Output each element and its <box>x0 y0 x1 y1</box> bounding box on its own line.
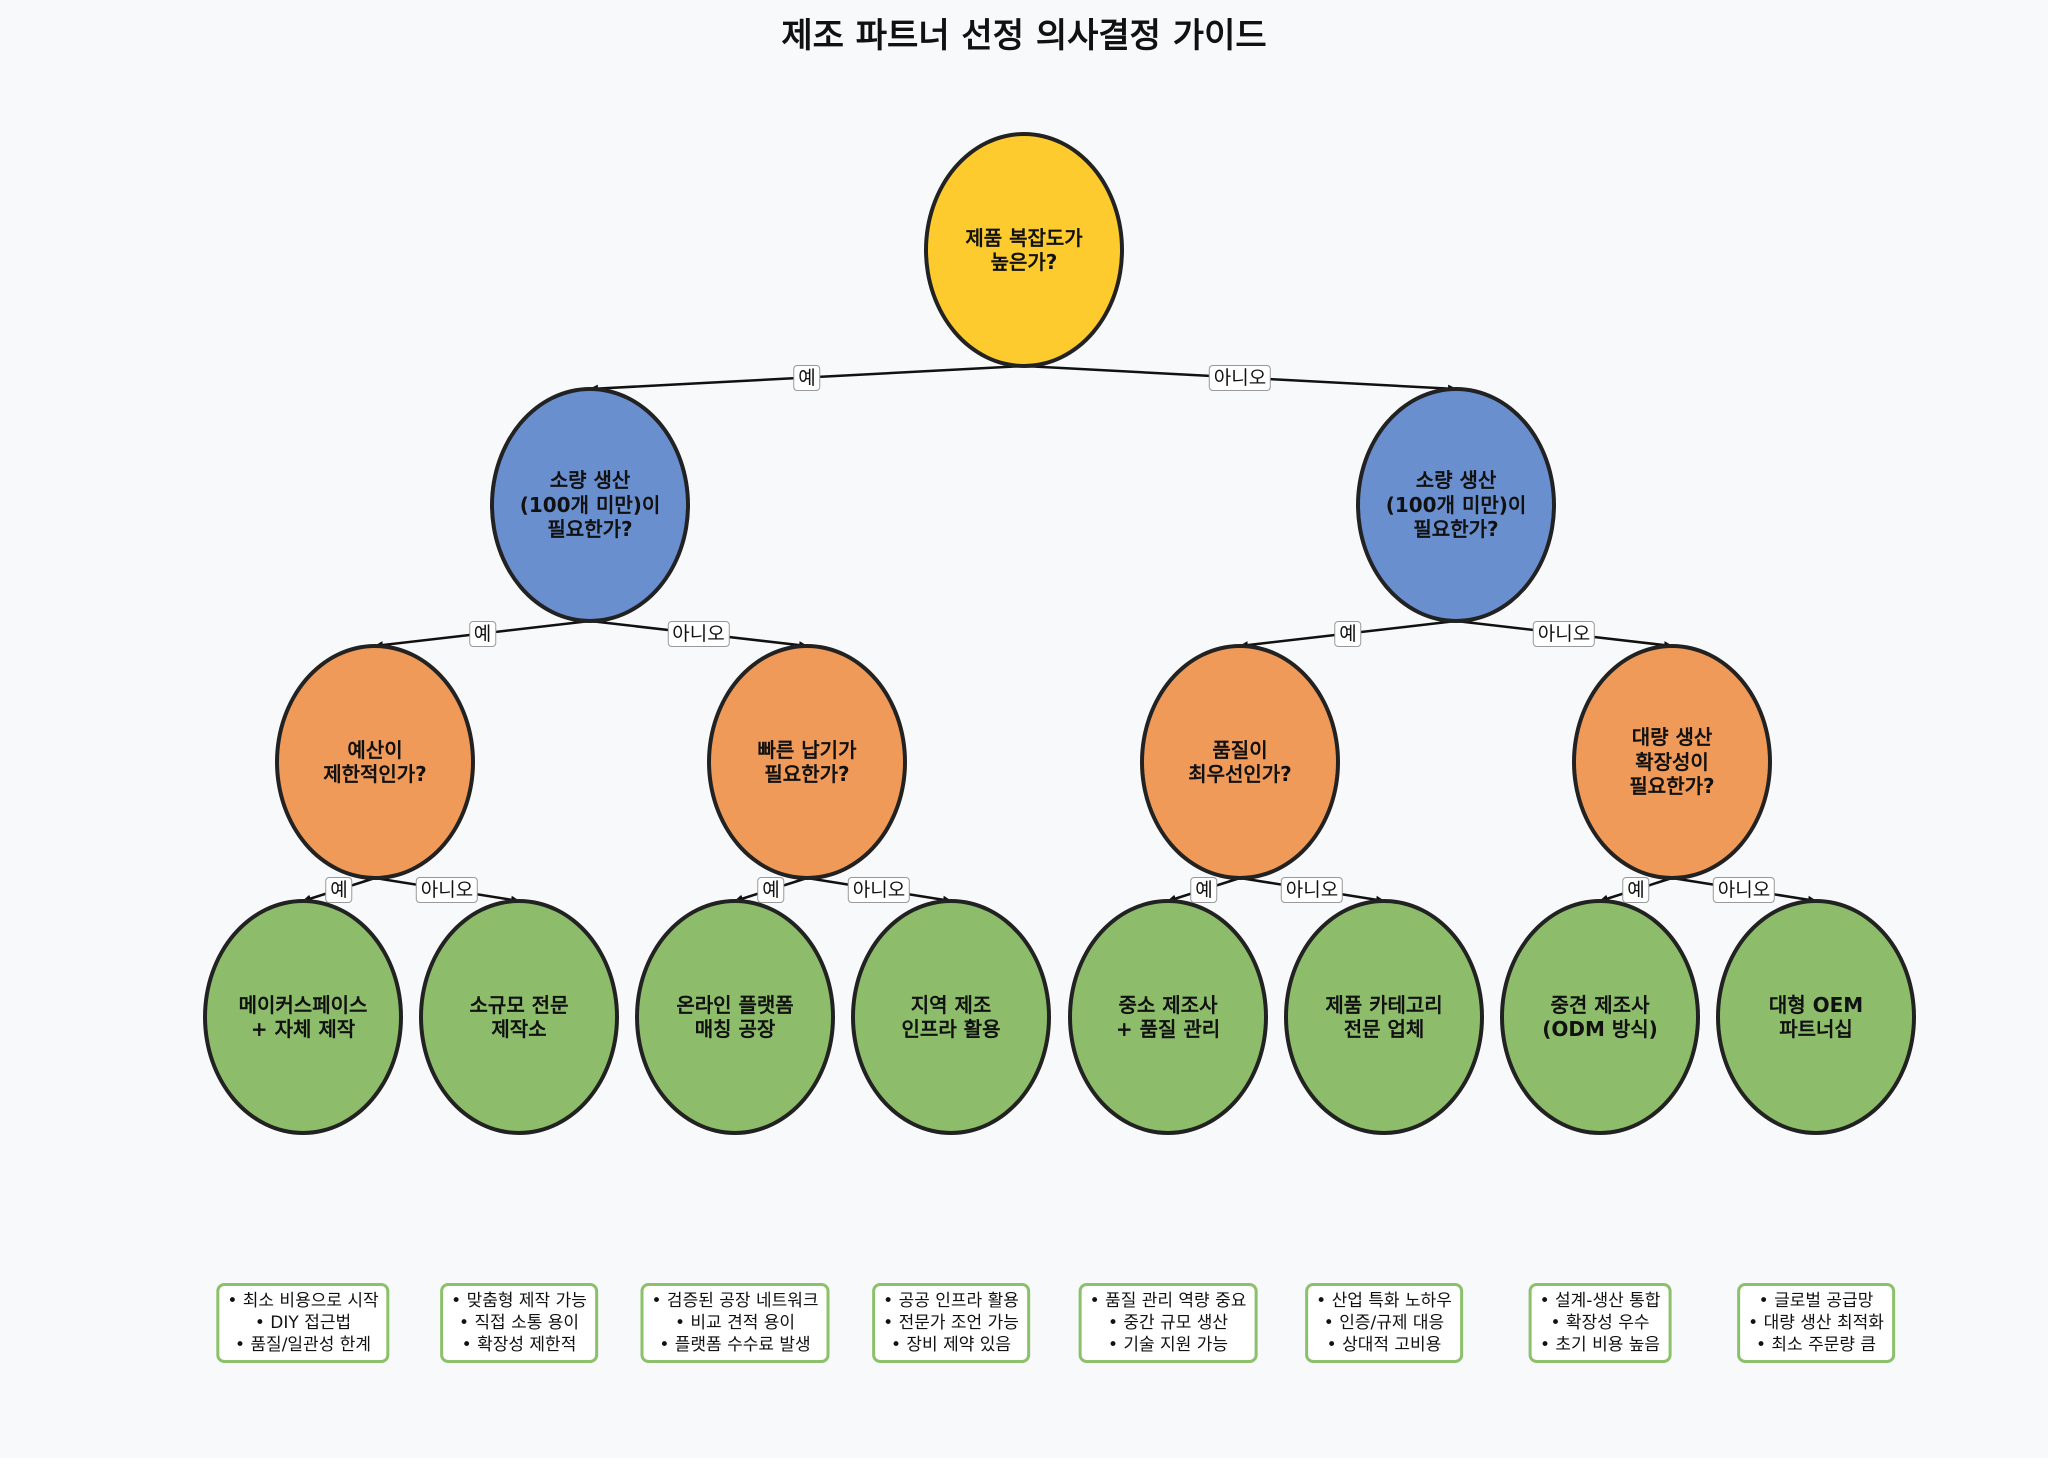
edge-label-no: 아니오 <box>847 876 911 903</box>
fast-delivery-question-node: 빠른 납기가 필요한가? <box>707 644 907 880</box>
note-line: • 품질/일관성 한계 <box>234 1335 372 1355</box>
note-line: • 대량 생산 최적화 <box>1748 1313 1884 1333</box>
small-batch-question-left: 소량 생산 (100개 미만)이 필요한가? <box>490 387 690 623</box>
note-line: • 장비 제약 있음 <box>890 1335 1012 1355</box>
leaf-large-oem: 대형 OEM 파트너십 <box>1716 899 1916 1135</box>
quality-question-node: 품질이 최우선인가? <box>1140 644 1340 880</box>
leaf-text: 온라인 플랫폼 매칭 공장 <box>676 992 794 1041</box>
note-box-midsize-odm: • 설계-생산 통합 • 확장성 우수 • 초기 비용 높음 <box>1528 1283 1672 1363</box>
edge-label-no: 아니오 <box>667 620 730 647</box>
edge-label-yes: 예 <box>325 876 353 903</box>
note-line: • 비교 견적 용이 <box>674 1313 796 1333</box>
small-batch-question-right: 소량 생산 (100개 미만)이 필요한가? <box>1356 387 1556 623</box>
leaf-sme-manufacturer: 중소 제조사 + 품질 관리 <box>1068 899 1268 1135</box>
leaf-local-infrastructure: 지역 제조 인프라 활용 <box>851 899 1051 1135</box>
scalability-question-node: 대량 생산 확장성이 필요한가? <box>1572 644 1772 880</box>
leaf-online-platform: 온라인 플랫폼 매칭 공장 <box>635 899 835 1135</box>
question-text: 소량 생산 (100개 미만)이 필요한가? <box>1385 468 1527 542</box>
edge-label-yes: 예 <box>1190 876 1218 903</box>
note-line: • 산업 특화 노하우 <box>1316 1291 1452 1311</box>
root-question-text: 제품 복잡도가 높은가? <box>965 225 1083 274</box>
leaf-text: 중소 제조사 + 품질 관리 <box>1115 992 1221 1041</box>
note-line: • 전문가 조언 가능 <box>883 1313 1019 1333</box>
leaf-category-specialist: 제품 카테고리 전문 업체 <box>1284 899 1484 1135</box>
note-line: • 확장성 우수 <box>1550 1313 1650 1333</box>
note-line: • 공공 인프라 활용 <box>883 1291 1019 1311</box>
note-line: • 최소 비용으로 시작 <box>227 1291 379 1311</box>
note-line: • 초기 비용 높음 <box>1539 1335 1661 1355</box>
leaf-text: 제품 카테고리 전문 업체 <box>1325 992 1443 1041</box>
note-line: • 품질 관리 역량 중요 <box>1089 1291 1247 1311</box>
note-line: • DIY 접근법 <box>254 1313 352 1333</box>
note-line: • 검증된 공장 네트워크 <box>651 1291 819 1311</box>
edge-label-yes: 예 <box>468 620 497 647</box>
edge-label-yes: 예 <box>1334 620 1362 647</box>
leaf-text: 메이커스페이스 + 자체 제작 <box>238 992 368 1041</box>
leaf-midsize-odm: 중견 제조사 (ODM 방식) <box>1500 899 1700 1135</box>
note-line: • 확장성 제한적 <box>461 1335 577 1355</box>
edge-label-no: 아니오 <box>1280 876 1344 903</box>
note-box-sme-manufacturer: • 품질 관리 역량 중요 • 중간 규모 생산 • 기술 지원 가능 <box>1078 1283 1258 1363</box>
note-line: • 인증/규제 대응 <box>1323 1313 1445 1333</box>
edge-label-yes: 예 <box>1622 876 1650 903</box>
edge-label-no: 아니오 <box>1532 620 1596 647</box>
question-text: 소량 생산 (100개 미만)이 필요한가? <box>519 468 661 542</box>
leaf-makerspace: 메이커스페이스 + 자체 제작 <box>203 899 403 1135</box>
note-box-online-platform: • 검증된 공장 네트워크 • 비교 견적 용이 • 플랫폼 수수료 발생 <box>640 1283 830 1363</box>
leaf-text: 대형 OEM 파트너십 <box>1768 992 1864 1041</box>
note-box-small-workshop: • 맞춤형 제작 가능 • 직접 소통 용이 • 확장성 제한적 <box>440 1283 598 1363</box>
edge-label-yes: 예 <box>793 364 821 391</box>
note-line: • 기술 지원 가능 <box>1107 1335 1229 1355</box>
note-box-category-specialist: • 산업 특화 노하우 • 인증/규제 대응 • 상대적 고비용 <box>1305 1283 1463 1363</box>
note-line: • 글로벌 공급망 <box>1758 1291 1874 1311</box>
note-line: • 직접 소통 용이 <box>458 1313 580 1333</box>
page-title: 제조 파트너 선정 의사결정 가이드 <box>781 16 1267 56</box>
note-line: • 상대적 고비용 <box>1326 1335 1442 1355</box>
edge-label-yes: 예 <box>757 876 785 903</box>
note-line: • 최소 주문량 큼 <box>1755 1335 1877 1355</box>
budget-question-node: 예산이 제한적인가? <box>275 644 475 880</box>
note-box-makerspace: • 최소 비용으로 시작 • DIY 접근법 • 품질/일관성 한계 <box>216 1283 390 1363</box>
leaf-text: 지역 제조 인프라 활용 <box>901 992 1001 1041</box>
question-text: 대량 생산 확장성이 필요한가? <box>1629 725 1715 799</box>
leaf-small-workshop: 소규모 전문 제작소 <box>419 899 619 1135</box>
note-line: • 플랫폼 수수료 발생 <box>659 1335 811 1355</box>
question-text: 품질이 최우선인가? <box>1188 737 1292 786</box>
edge-label-no: 아니오 <box>1208 364 1272 391</box>
leaf-text: 중견 제조사 (ODM 방식) <box>1542 992 1658 1041</box>
question-text: 예산이 제한적인가? <box>323 737 427 786</box>
note-box-large-oem: • 글로벌 공급망 • 대량 생산 최적화 • 최소 주문량 큼 <box>1737 1283 1895 1363</box>
note-box-local-infrastructure: • 공공 인프라 활용 • 전문가 조언 가능 • 장비 제약 있음 <box>872 1283 1030 1363</box>
note-line: • 맞춤형 제작 가능 <box>451 1291 587 1311</box>
root-question-node: 제품 복잡도가 높은가? <box>924 132 1124 368</box>
note-line: • 설계-생산 통합 <box>1539 1291 1661 1311</box>
edge-label-no: 아니오 <box>1712 876 1776 903</box>
question-text: 빠른 납기가 필요한가? <box>757 737 857 786</box>
note-line: • 중간 규모 생산 <box>1107 1313 1229 1333</box>
edge-label-no: 아니오 <box>415 876 479 903</box>
leaf-text: 소규모 전문 제작소 <box>469 992 569 1041</box>
